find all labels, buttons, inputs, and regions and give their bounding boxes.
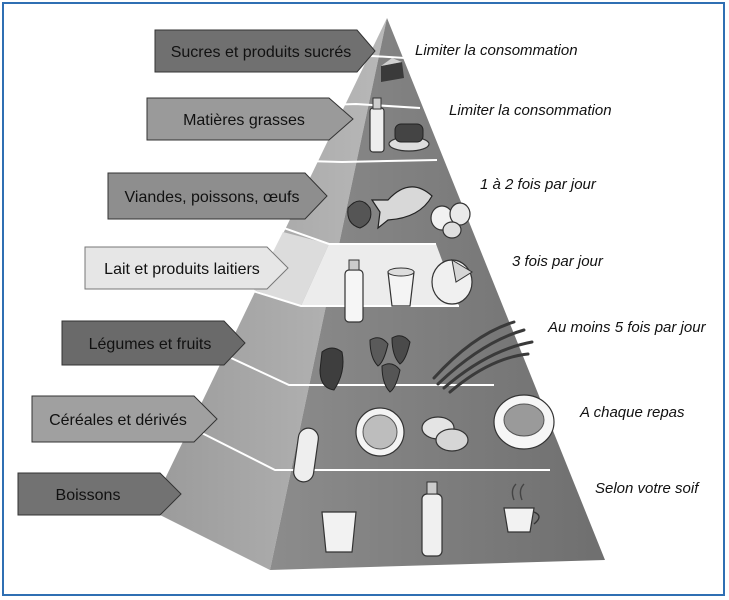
level-label-text: Matières grasses: [183, 112, 305, 129]
fish-icon: [370, 186, 433, 230]
frequency-text: Limiter la consommation: [449, 102, 612, 119]
level-label-viandes: Viandes, poissons, œufs: [107, 172, 328, 220]
pasta-plate-icon: [493, 394, 555, 450]
strawberries-icon: [369, 335, 411, 393]
dairy-band-front: [301, 244, 459, 306]
dairy-band-left: [254, 232, 329, 306]
bread-icon: [293, 427, 319, 483]
water-bottle-icon: [421, 481, 443, 557]
level-label-text: Boissons: [56, 487, 121, 504]
butter-dish-icon: [388, 123, 430, 152]
cake-slice-icon: [381, 58, 404, 82]
level-label-text: Légumes et fruits: [89, 336, 212, 353]
level-label-legumes: Légumes et fruits: [61, 320, 246, 366]
cheese-icon: [431, 259, 473, 305]
frequency-text: 3 fois par jour: [512, 253, 604, 270]
frequency-text: 1 à 2 fois par jour: [480, 176, 597, 193]
potatoes-icon: [421, 416, 469, 452]
frequency-text: Limiter la consommation: [415, 42, 578, 59]
level-label-text: Céréales et dérivés: [49, 412, 187, 429]
oil-bottle-icon: [369, 97, 385, 153]
frequency-text: Au moins 5 fois par jour: [547, 319, 707, 336]
coffee-cup-icon: [503, 483, 540, 533]
level-label-sucres: Sucres et produits sucrés: [154, 29, 376, 73]
level-label-boissons: Boissons: [17, 472, 182, 516]
rice-bowl-icon: [355, 407, 405, 457]
level-label-text: Viandes, poissons, œufs: [125, 189, 300, 206]
milk-bottle-icon: [344, 259, 364, 323]
frequency-text: A chaque repas: [579, 404, 685, 421]
level-label-text: Sucres et produits sucrés: [171, 44, 352, 61]
green-beans-icon: [432, 320, 534, 394]
yogurt-icon: [387, 267, 415, 307]
pepper-icon: [319, 347, 344, 391]
frequency-text: Selon votre soif: [595, 480, 700, 497]
steak-icon: [347, 200, 372, 229]
water-glass-icon: [321, 511, 357, 553]
level-label-matieres-grasses: Matières grasses: [146, 97, 354, 141]
level-label-lait: Lait et produits laitiers: [84, 246, 289, 290]
level-label-cereales: Céréales et dérivés: [31, 395, 218, 443]
level-label-text: Lait et produits laitiers: [104, 261, 260, 278]
eggs-icon: [430, 202, 471, 239]
